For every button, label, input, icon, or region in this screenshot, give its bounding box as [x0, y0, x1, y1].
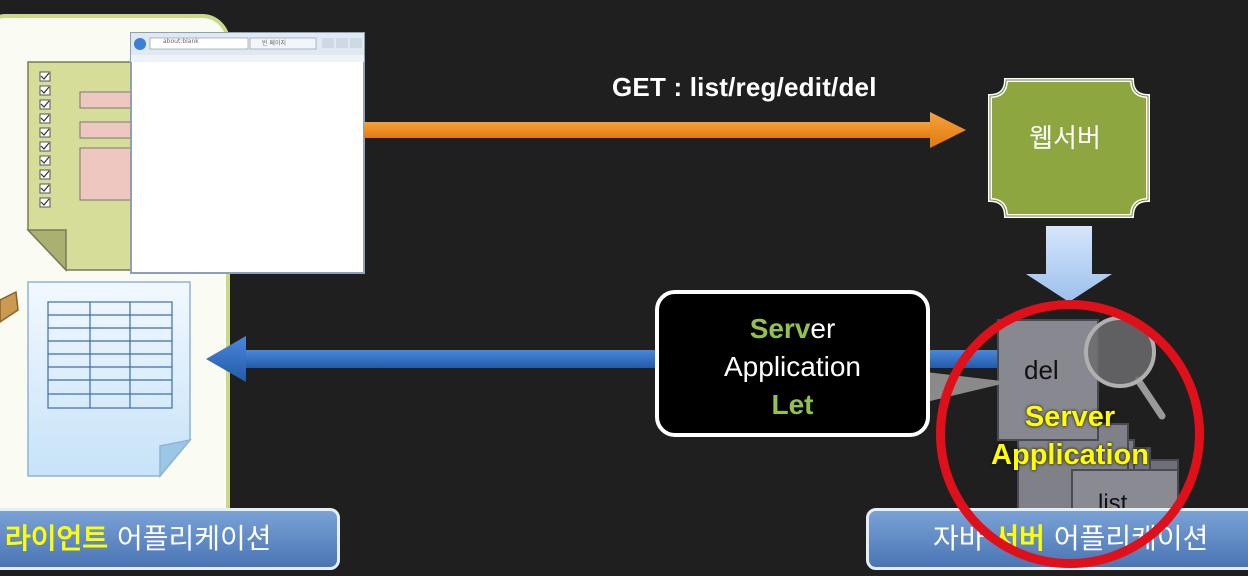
form-document-icon	[26, 61, 135, 272]
callout-line-3: Let	[771, 389, 814, 420]
down-arrow	[1026, 226, 1112, 302]
wood-object-icon	[0, 290, 19, 323]
browser-url-text: about:blank	[163, 38, 199, 45]
callout-line-2: Application	[724, 351, 861, 382]
client-bar-rest: 어플리케이션	[108, 522, 272, 555]
servlet-callout: Server Application Let	[655, 290, 930, 437]
highlight-ring	[936, 300, 1204, 568]
request-label: GET : list/reg/edit/del	[612, 72, 877, 102]
web-server-icon	[988, 78, 1150, 218]
callout-rest: er	[810, 313, 836, 344]
request-arrow	[364, 112, 966, 148]
browser-window-icon	[130, 32, 365, 274]
web-server-label: 웹서버	[1029, 124, 1101, 154]
callout-line-1: Server	[659, 310, 926, 348]
callout-highlight: Serv	[749, 313, 811, 344]
client-application-bar: 라이언트 어플리케이션	[0, 508, 340, 570]
client-bar-highlight: 라이언트	[5, 522, 109, 555]
browser-tab-text: 빈 페이지	[262, 40, 286, 47]
table-document-icon	[27, 281, 192, 479]
